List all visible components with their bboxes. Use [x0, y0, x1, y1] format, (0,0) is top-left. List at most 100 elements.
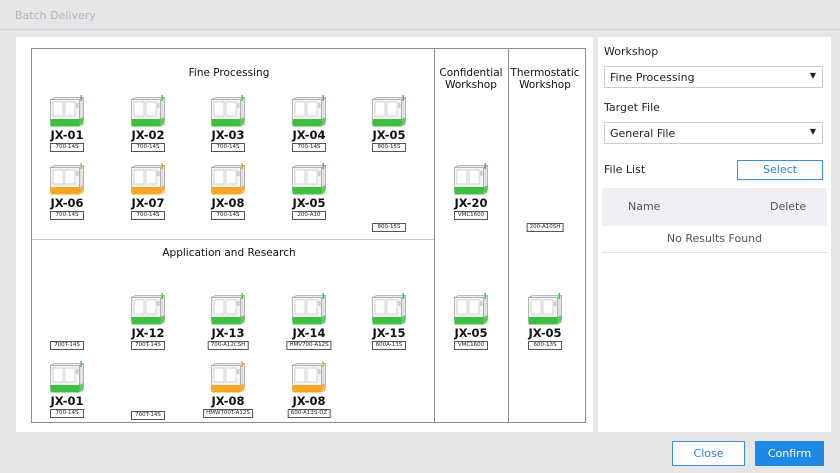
select-file-button[interactable]: Select: [737, 160, 823, 180]
target-file-label: Target File: [604, 101, 660, 114]
machine-model-tag: 700-14S: [131, 211, 165, 220]
title-bar: Batch Delivery: [0, 0, 840, 30]
machine-label: JX-07: [131, 196, 165, 210]
machine-label: JX-01: [50, 128, 84, 142]
section-title-thermostatic: Thermostatic Workshop: [510, 67, 580, 91]
machine-model-tag: 700-14S: [211, 143, 245, 152]
divider: [434, 49, 435, 422]
cnc-machine-icon: [49, 163, 85, 197]
machine-model-tag: 200-A10SH: [526, 223, 564, 232]
close-button[interactable]: Close: [672, 441, 745, 466]
machine-model-tag: 700-A12CSH: [207, 341, 249, 350]
target-file-select[interactable]: General File ▼: [604, 122, 823, 144]
machine-label: JX-05: [372, 128, 406, 142]
cnc-machine-icon: [291, 163, 327, 197]
section-title-confidential: Confidential Workshop: [439, 67, 503, 91]
machine-model-tag: 700-14S: [50, 409, 84, 418]
machine-model-tag: 700-14S: [50, 143, 84, 152]
cnc-machine-icon: [130, 95, 166, 129]
cnc-machine-icon: [291, 95, 327, 129]
section-title-application-research: Application and Research: [162, 247, 296, 259]
machine-model-tag: VMC1600: [454, 341, 488, 350]
cnc-machine-icon: [527, 293, 563, 327]
machine-model-tag: VMC1600: [454, 211, 488, 220]
cnc-machine-icon: [130, 293, 166, 327]
cnc-machine-icon: [291, 293, 327, 327]
machine-label: JX-13: [211, 326, 245, 340]
machine-label: JX-14: [292, 326, 326, 340]
machine-label: JX-06: [50, 196, 84, 210]
divider: [32, 239, 434, 240]
machine-model-tag: 700T-14S: [131, 341, 165, 350]
cnc-machine-icon: [210, 163, 246, 197]
machine-model-tag: 600A-13S: [372, 341, 406, 350]
cnc-machine-icon: [453, 163, 489, 197]
column-header-name: Name: [628, 200, 661, 213]
target-file-select-value: General File: [610, 127, 676, 140]
machine-model-tag: 800-15S: [372, 143, 406, 152]
machine-label: JX-08: [292, 394, 326, 408]
form-panel: Workshop Fine Processing ▼ Target File G…: [598, 37, 831, 432]
machine-model-tag: 800-15S: [372, 223, 406, 232]
cnc-machine-icon: [291, 361, 327, 395]
machine-label: JX-05: [528, 326, 562, 340]
machine-model-tag: 700-14S: [50, 211, 84, 220]
machine-model-tag: 700-14S: [211, 211, 245, 220]
workshop-map-panel: Fine Processing Application and Research…: [16, 37, 593, 432]
machine-label: JX-01: [50, 394, 84, 408]
machine-label: JX-08: [211, 394, 245, 408]
machine-model-tag: HMW700T-A12S: [203, 409, 253, 418]
machine-model-tag: 700T-14S: [131, 411, 165, 420]
confirm-button[interactable]: Confirm: [755, 441, 824, 466]
cnc-machine-icon: [210, 95, 246, 129]
machine-label: JX-02: [131, 128, 165, 142]
machine-model-tag: 700-14S: [292, 143, 326, 152]
cnc-machine-icon: [371, 293, 407, 327]
section-title-fine-processing: Fine Processing: [188, 67, 270, 79]
machine-label: JX-08: [211, 196, 245, 210]
machine-label: JX-05: [454, 326, 488, 340]
divider: [508, 49, 509, 422]
machine-label: JX-12: [131, 326, 165, 340]
caret-down-icon: ▼: [809, 127, 816, 136]
machine-model-tag: 600-13S: [528, 341, 562, 350]
machine-model-tag: HMV700-A12S: [286, 341, 332, 350]
machine-model-tag: 700T-14S: [50, 341, 84, 350]
cnc-machine-icon: [130, 163, 166, 197]
workshop-map: Fine Processing Application and Research…: [31, 48, 586, 423]
file-list-label: File List: [604, 163, 646, 176]
machine-model-tag: 600-A13S-DZ: [287, 409, 331, 418]
machine-model-tag: 700-14S: [131, 143, 165, 152]
workshop-label: Workshop: [604, 45, 659, 58]
empty-state: No Results Found: [602, 227, 827, 253]
cnc-machine-icon: [371, 95, 407, 129]
cnc-machine-icon: [453, 293, 489, 327]
machine-label: JX-15: [372, 326, 406, 340]
cnc-machine-icon: [210, 293, 246, 327]
workshop-select-value: Fine Processing: [610, 71, 695, 84]
machine-label: JX-04: [292, 128, 326, 142]
column-header-delete: Delete: [770, 200, 807, 213]
file-list-header: Name Delete: [602, 188, 827, 226]
cnc-machine-icon: [49, 361, 85, 395]
workshop-select[interactable]: Fine Processing ▼: [604, 66, 823, 88]
